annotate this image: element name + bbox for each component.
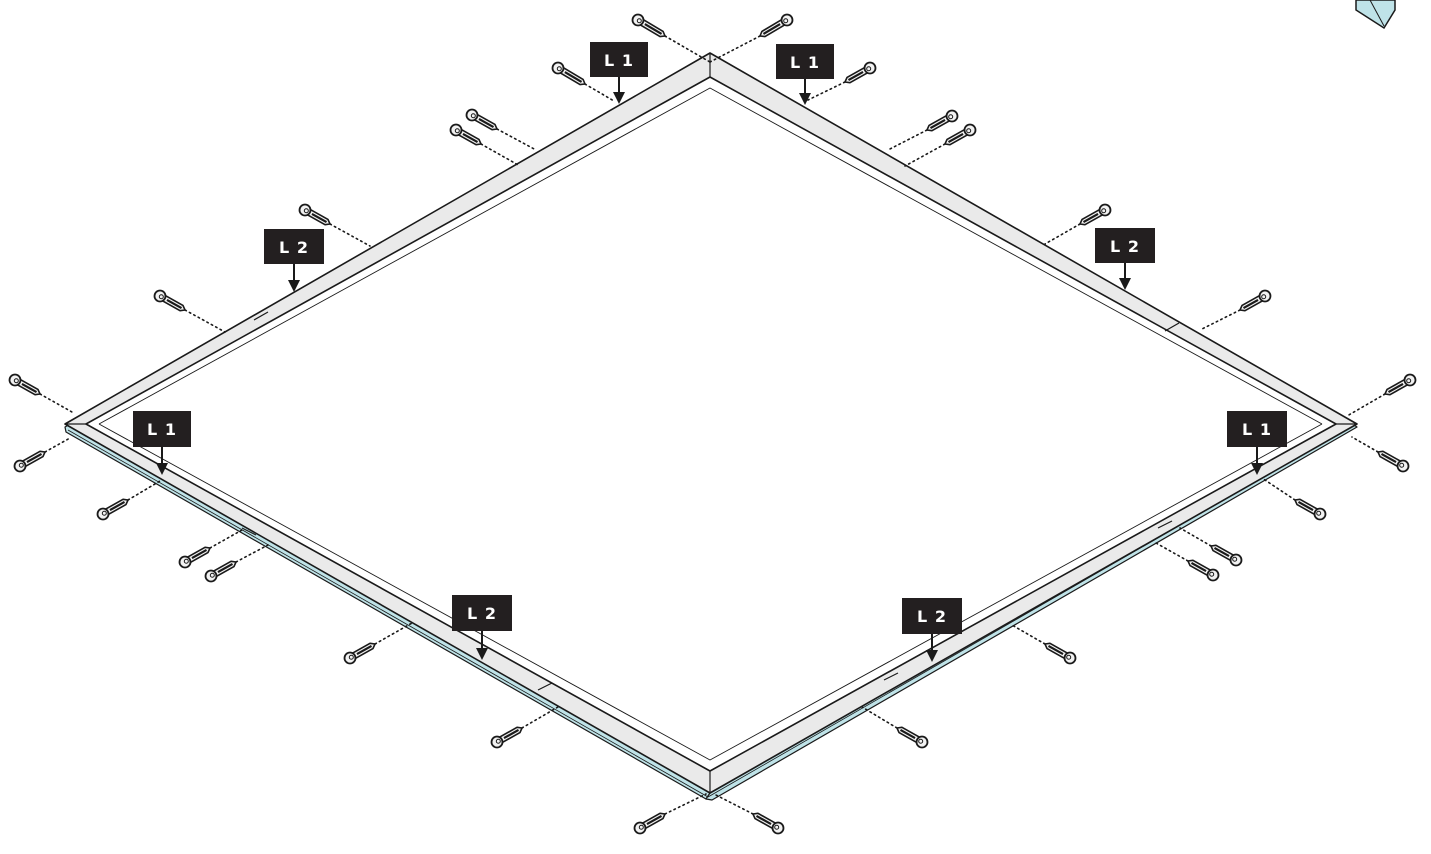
dotted-guide-line	[521, 706, 559, 729]
corner-part-fragment	[1355, 0, 1396, 30]
tag-l1-top-left-text: L 1	[604, 51, 634, 70]
dotted-guide-line	[904, 143, 946, 167]
dotted-guide-line	[807, 81, 846, 101]
tag-l1-top-right: L 1	[776, 44, 834, 105]
screw-icon	[887, 109, 959, 151]
screw-icon	[1199, 289, 1272, 331]
screw-icon	[96, 480, 161, 521]
tag-l2-lower-right: L 2	[902, 598, 962, 662]
dotted-guide-line	[184, 309, 226, 333]
dotted-guide-line	[329, 223, 371, 247]
dotted-guide-line	[374, 622, 413, 645]
dotted-guide-line	[39, 393, 73, 413]
dotted-guide-line	[1011, 624, 1046, 645]
dotted-guide-line	[1351, 436, 1379, 453]
tag-l1-left: L 1	[133, 411, 191, 475]
screw-icon	[861, 706, 929, 749]
dotted-guide-line	[713, 793, 754, 815]
dotted-guide-line	[235, 544, 269, 563]
dotted-guide-line	[127, 480, 161, 501]
dotted-guide-line	[1155, 542, 1189, 562]
screw-icon	[490, 706, 559, 749]
dotted-guide-line	[480, 143, 521, 167]
screw-icon	[551, 61, 615, 102]
screw-icon	[1351, 436, 1410, 473]
screw-icon	[1261, 477, 1327, 521]
tag-l2-upper-right: L 2	[1095, 228, 1155, 290]
screw-icon	[8, 373, 73, 413]
tag-l2-lower-left: L 2	[452, 595, 512, 660]
screw-icon	[904, 123, 977, 167]
screw-icon	[204, 544, 269, 583]
screw-icon	[633, 793, 707, 835]
screw-icon	[465, 108, 537, 151]
tag-l2-upper-left: L 2	[264, 229, 324, 292]
dotted-guide-line	[1261, 477, 1296, 501]
screws-group	[8, 13, 1417, 835]
screw-icon	[449, 123, 521, 167]
screw-icon	[153, 289, 226, 333]
screw-icon	[298, 203, 371, 247]
dotted-guide-line	[584, 83, 615, 102]
screw-icon	[1011, 624, 1077, 665]
dotted-guide-line	[1044, 223, 1081, 245]
frame	[64, 52, 1358, 801]
dotted-guide-line	[209, 529, 243, 549]
tag-l1-left-text: L 1	[147, 420, 177, 439]
tag-l2-lower-right-text: L 2	[917, 607, 947, 626]
tag-l2-lower-left-text: L 2	[467, 604, 497, 623]
dotted-guide-line	[664, 35, 711, 63]
tag-l2-upper-right-text: L 2	[1110, 237, 1140, 256]
dotted-guide-line	[887, 129, 928, 151]
dotted-guide-line	[861, 706, 898, 729]
screw-icon	[1155, 542, 1220, 582]
screw-icon	[343, 622, 413, 665]
screw-icon	[713, 793, 785, 835]
screw-icon	[178, 529, 243, 569]
dotted-guide-line	[1346, 393, 1386, 417]
dotted-guide-line	[1179, 527, 1212, 547]
dotted-guide-line	[496, 128, 537, 151]
screw-icon	[1044, 203, 1112, 245]
frame-rail-faces	[64, 52, 1358, 794]
screw-icon	[709, 13, 794, 63]
label-tags: L 1 L 1 L 2 L 2 L 1	[133, 42, 1287, 662]
dotted-guide-line	[709, 35, 761, 63]
tag-l1-top-right-text: L 1	[790, 53, 820, 72]
screw-icon	[807, 61, 877, 101]
tag-l2-upper-left-text: L 2	[279, 238, 309, 257]
tag-l1-right: L 1	[1227, 411, 1287, 475]
screw-icon	[1346, 373, 1417, 417]
dotted-guide-line	[1199, 309, 1241, 331]
screw-icon	[631, 13, 711, 63]
screw-icon	[1179, 527, 1243, 567]
tag-l1-top-left: L 1	[590, 42, 648, 104]
dotted-guide-line	[44, 437, 71, 453]
tag-l1-right-text: L 1	[1242, 420, 1272, 439]
dotted-guide-line	[664, 793, 707, 815]
screw-icon	[13, 437, 71, 473]
